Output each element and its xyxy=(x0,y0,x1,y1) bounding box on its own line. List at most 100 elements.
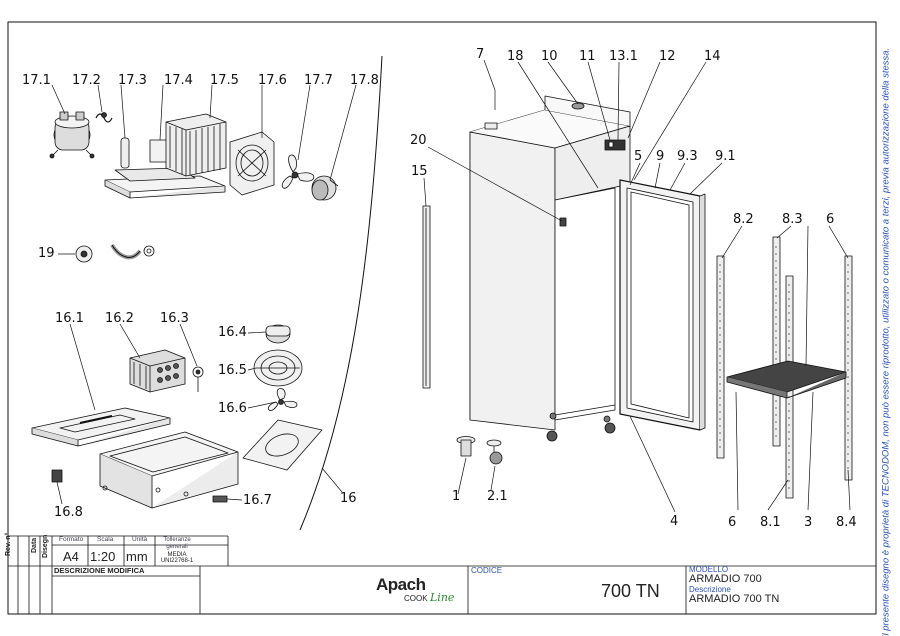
logo-main-text: Apach xyxy=(376,575,426,594)
label-10: 10 xyxy=(541,49,558,64)
label-17-1: 17.1 xyxy=(22,73,51,88)
label-12: 12 xyxy=(659,49,676,64)
label-19: 19 xyxy=(38,246,55,261)
label-17-2: 17.2 xyxy=(72,73,101,88)
label-17-7: 17.7 xyxy=(304,73,333,88)
feet-and-castors xyxy=(546,412,616,442)
label-1: 1 xyxy=(452,489,461,504)
label-9: 9 xyxy=(656,149,665,164)
valve-17-2 xyxy=(95,112,113,123)
drip-tray-16 xyxy=(99,431,239,509)
title-block-frame xyxy=(8,535,876,614)
label-3: 3 xyxy=(804,515,813,530)
castor-2-1 xyxy=(486,439,503,465)
codice-value: 700 TN xyxy=(601,581,660,601)
unita-value: mm xyxy=(126,549,148,564)
sheet-border xyxy=(7,21,877,615)
label-15: 15 xyxy=(411,164,428,179)
gasket-plate-16 xyxy=(242,419,323,471)
leaders-17 xyxy=(51,84,357,181)
label-8-1: 8.1 xyxy=(760,515,781,530)
fan-motor-17-8 xyxy=(311,175,339,201)
condenser-17-5 xyxy=(165,113,227,177)
label-16-4: 16.4 xyxy=(218,325,247,340)
modello-value: ARMADIO 700 xyxy=(689,573,762,585)
filter-17-3 xyxy=(120,137,130,169)
copyright-note: Il presente disegno è proprietà di TECNO… xyxy=(876,47,896,636)
disegn-label: Disegn xyxy=(42,534,49,558)
parts-19 xyxy=(58,243,155,263)
label-16-8: 16.8 xyxy=(54,505,83,520)
sensor-16-3 xyxy=(192,366,204,392)
label-16-7: 16.7 xyxy=(243,493,272,508)
tolleranze-label-2: generali xyxy=(166,544,188,550)
logo-line-text: Line xyxy=(430,591,455,604)
foot-1 xyxy=(456,436,476,457)
label-16-3: 16.3 xyxy=(160,311,189,326)
leaders-16 xyxy=(69,323,343,493)
label-17-8: 17.8 xyxy=(350,73,379,88)
label-16-2: 16.2 xyxy=(105,311,134,326)
fan-blade-16-6 xyxy=(267,388,298,411)
formato-value: A4 xyxy=(63,549,79,564)
label-6-bottom: 6 xyxy=(728,515,737,530)
evaporator-16-2 xyxy=(129,349,186,393)
label-16: 16 xyxy=(340,491,357,506)
label-4: 4 xyxy=(670,514,679,529)
label-8-3: 8.3 xyxy=(782,212,803,227)
descrizione-modifica-label: DESCRIZIONE MODIFICA xyxy=(54,566,145,575)
tolleranze-value-2: UNI22768-1 xyxy=(160,558,194,564)
label-8-4: 8.4 xyxy=(836,515,857,530)
label-16-1: 16.1 xyxy=(55,311,84,326)
codice-label: CODICE xyxy=(471,566,503,575)
descrizione-label: Descrizione xyxy=(689,585,731,594)
rev-label: Rev. n° xyxy=(5,532,12,556)
label-20: 20 xyxy=(410,133,427,148)
hinge-20 xyxy=(559,217,567,227)
formato-label: Formato xyxy=(59,536,84,543)
label-11: 11 xyxy=(579,49,596,64)
scala-label: Scala xyxy=(97,536,114,543)
logo: Apach COOK Line xyxy=(376,576,462,608)
label-9-3: 9.3 xyxy=(677,149,698,164)
fan-motor-16-4 xyxy=(265,324,291,344)
label-5: 5 xyxy=(634,149,643,164)
probe-10 xyxy=(571,102,585,110)
tolleranze-value-1: MEDIA xyxy=(167,552,187,558)
modello-label: MODELLO xyxy=(689,565,729,574)
drain-16-7 xyxy=(212,495,243,503)
fan-guard-16-5 xyxy=(253,349,303,387)
logo-cook-text: COOK xyxy=(404,594,428,603)
unita-label: Unità xyxy=(132,536,148,543)
label-8-2: 8.2 xyxy=(733,212,754,227)
copyright-note-text: Il presente disegno è proprietà di TECNO… xyxy=(880,47,892,636)
label-16-6: 16.6 xyxy=(218,401,247,416)
descrizione-value: ARMADIO 700 TN xyxy=(689,593,780,605)
label-17-6: 17.6 xyxy=(258,73,287,88)
leaders-cabinet xyxy=(423,59,851,513)
cover-16-1 xyxy=(31,407,171,447)
label-7: 7 xyxy=(476,47,485,62)
label-2-1: 2.1 xyxy=(487,489,508,504)
fan-blade-17-7 xyxy=(281,154,315,189)
label-17-4: 17.4 xyxy=(164,73,193,88)
tolleranze-label-1: Tolleranze xyxy=(163,537,191,543)
divider-curve xyxy=(299,55,383,531)
fan-shroud-17-6 xyxy=(229,131,275,196)
label-17-5: 17.5 xyxy=(210,73,239,88)
door xyxy=(619,179,706,431)
scala-value: 1:20 xyxy=(90,549,116,564)
control-panel-11 xyxy=(604,139,626,151)
data-label: Data xyxy=(31,537,38,553)
label-6-top: 6 xyxy=(826,212,835,227)
door-gasket-15 xyxy=(422,205,431,389)
label-9-1: 9.1 xyxy=(715,149,736,164)
compressor-17-1 xyxy=(49,111,95,159)
label-18: 18 xyxy=(507,49,524,64)
label-16-5: 16.5 xyxy=(218,363,247,378)
label-14: 14 xyxy=(704,49,721,64)
connector-16-8 xyxy=(51,469,63,505)
label-13-1: 13.1 xyxy=(609,49,638,64)
